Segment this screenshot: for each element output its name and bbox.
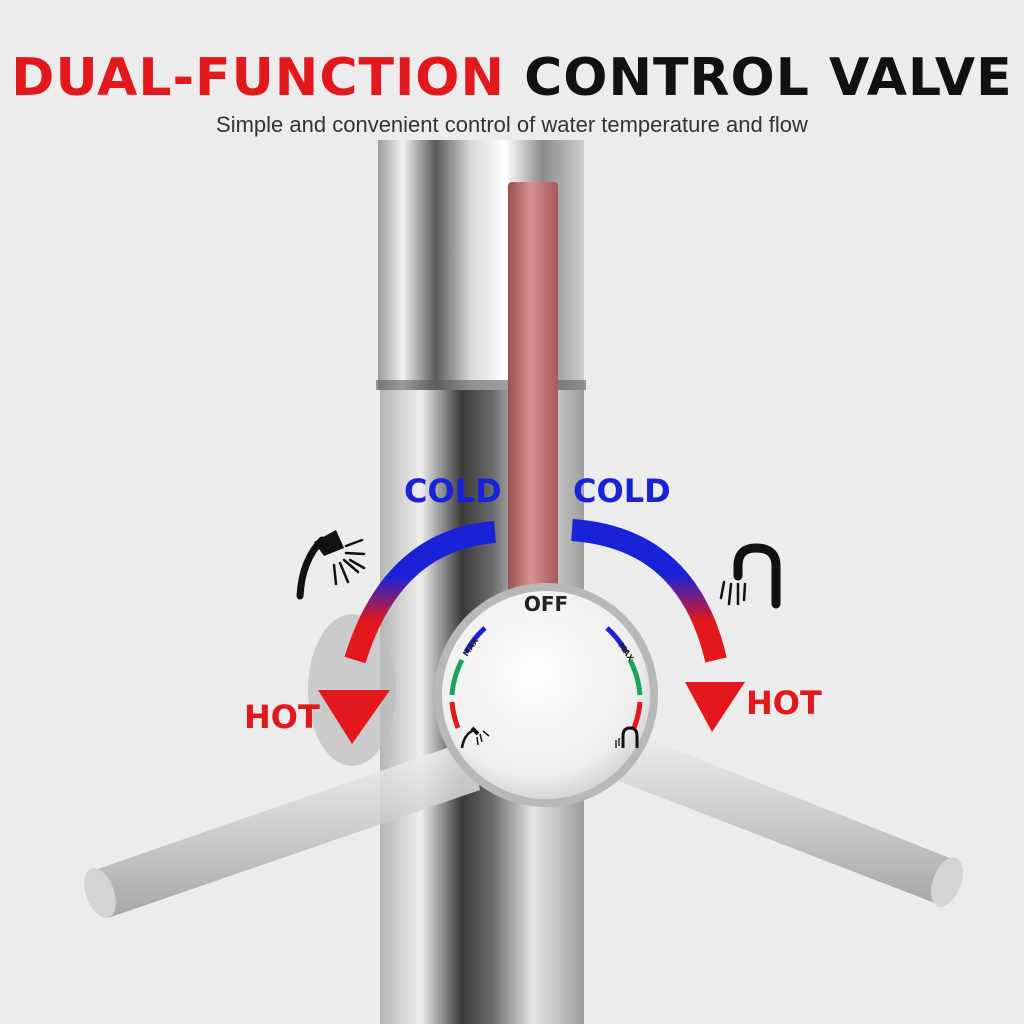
dial-face xyxy=(442,591,650,799)
sprayer-head-icon xyxy=(296,530,366,600)
hot-label-right: HOT xyxy=(746,684,822,722)
left-temperature-arrow xyxy=(318,521,497,744)
dial-off-label: OFF xyxy=(524,592,568,616)
dial-spout-icon xyxy=(615,726,639,748)
lever-left-position xyxy=(84,740,480,918)
cold-label-right: COLD xyxy=(573,472,671,510)
gooseneck-spout-icon xyxy=(719,543,781,609)
hot-label-left: HOT xyxy=(244,698,320,736)
faucet-collar xyxy=(376,380,586,390)
right-temperature-arrow xyxy=(571,519,745,732)
cold-label-left: COLD xyxy=(404,472,502,510)
handle-lever xyxy=(508,182,558,592)
lever-right-position xyxy=(590,720,963,907)
headline: DUAL-FUNCTION CONTROL VALVE xyxy=(0,48,1024,108)
subtitle: Simple and convenient control of water t… xyxy=(216,112,808,137)
dial-sprayer-icon xyxy=(460,726,490,749)
headline-highlight: DUAL-FUNCTION xyxy=(11,48,506,108)
headline-rest: CONTROL VALVE xyxy=(524,48,1013,108)
